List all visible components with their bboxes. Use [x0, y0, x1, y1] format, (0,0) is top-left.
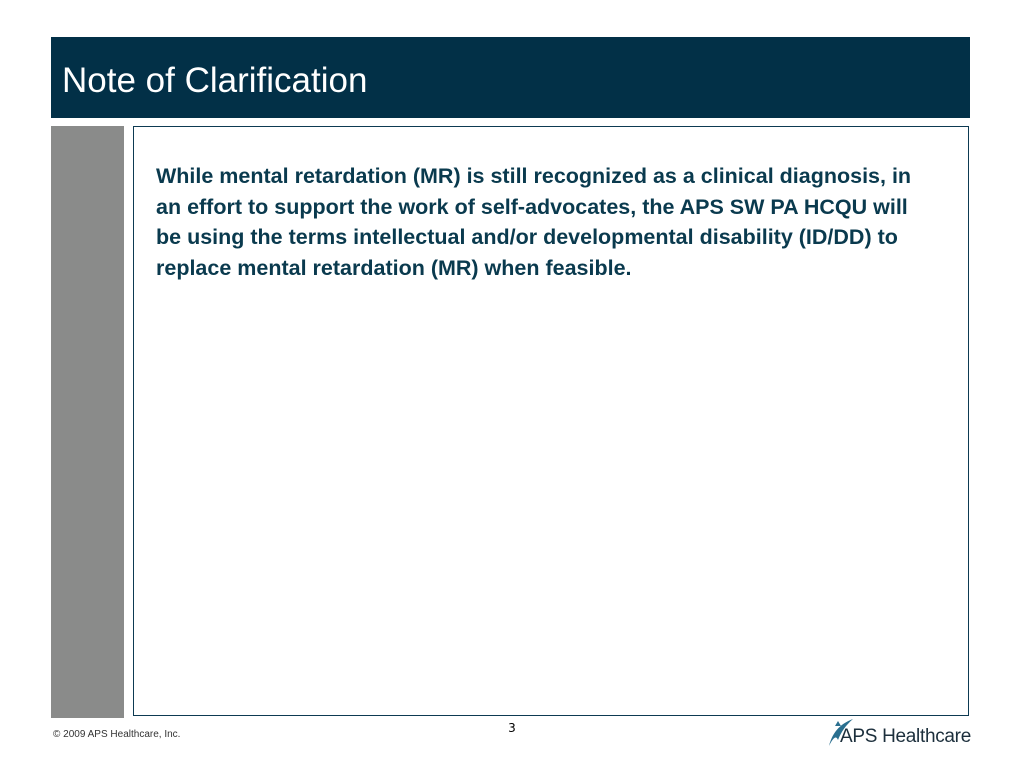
content-box: While mental retardation (MR) is still r…	[133, 126, 969, 716]
side-strip	[51, 126, 124, 718]
slide-title: Note of Clarification	[62, 61, 368, 100]
logo-text: APS Healthcare	[840, 726, 971, 747]
copyright-notice: © 2009 APS Healthcare, Inc.	[53, 729, 181, 740]
slide-number: 3	[508, 721, 516, 735]
aps-swoosh-icon	[829, 719, 853, 746]
title-bar: Note of Clarification	[51, 37, 970, 118]
slide-body-text: While mental retardation (MR) is still r…	[156, 164, 912, 280]
aps-healthcare-logo: APS Healthcare	[826, 716, 976, 750]
